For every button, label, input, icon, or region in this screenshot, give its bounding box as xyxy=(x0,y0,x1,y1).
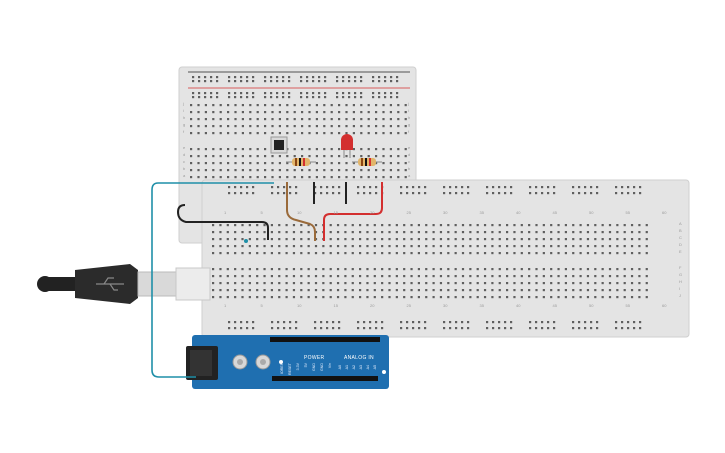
wire-black-3[interactable] xyxy=(176,204,269,240)
large-col-number: 50 xyxy=(589,210,594,215)
usb-cable[interactable] xyxy=(37,264,211,304)
small-row-letter: f xyxy=(183,129,185,134)
small-row-letter: i xyxy=(183,108,184,113)
large-row-letter: C xyxy=(679,235,682,240)
large-row-letter: A xyxy=(679,221,682,226)
large-col-number: 55 xyxy=(625,210,630,215)
small-row-letter: c xyxy=(408,159,410,164)
large-col-number: 15 xyxy=(333,303,338,308)
power-pin-label: Vin xyxy=(328,363,332,369)
power-pin-label: 3.3V xyxy=(296,363,300,371)
wire-brown[interactable] xyxy=(286,182,316,241)
large-col-number: 5 xyxy=(260,303,263,308)
large-breadboard[interactable] xyxy=(201,179,690,338)
large-row-letter: D xyxy=(679,242,682,247)
power-pin-label: GND xyxy=(312,363,316,371)
small-row-letter: j xyxy=(183,101,184,106)
large-row-letter: I xyxy=(679,286,681,291)
large-col-number: 1 xyxy=(224,303,227,308)
large-col-number: 25 xyxy=(406,303,411,308)
power-pin-label: 5V xyxy=(304,363,308,368)
large-col-number: 40 xyxy=(516,210,521,215)
large-row-letter: G xyxy=(679,272,683,277)
analog-pin-label: A5 xyxy=(373,365,377,370)
small-row-letter: a xyxy=(183,173,186,178)
small-row-letter: i xyxy=(408,108,409,113)
analog-pin-label: A1 xyxy=(345,365,349,370)
large-col-number: 20 xyxy=(370,210,375,215)
small-row-letter: b xyxy=(408,166,411,171)
power-pin-label: GND xyxy=(320,363,324,371)
small-row-letter: g xyxy=(408,122,411,127)
large-col-number: 1 xyxy=(224,210,227,215)
large-col-number: 35 xyxy=(479,210,484,215)
large-col-number: 30 xyxy=(443,210,448,215)
large-col-number: 10 xyxy=(297,303,302,308)
small-row-letter: e xyxy=(183,145,186,150)
small-row-letter: a xyxy=(408,173,411,178)
large-row-letter: E xyxy=(679,249,682,254)
large-row-letter: H xyxy=(679,279,682,284)
large-col-number: 60 xyxy=(662,303,667,308)
resistor-1[interactable] xyxy=(286,158,316,166)
resistor-2[interactable] xyxy=(352,158,382,166)
small-breadboard-holes xyxy=(190,76,407,179)
small-row-letter: c xyxy=(183,159,185,164)
large-row-letter: B xyxy=(679,228,682,233)
large-col-number: 60 xyxy=(662,210,667,215)
small-row-letter: h xyxy=(183,115,186,120)
arduino-board[interactable] xyxy=(186,335,389,389)
red-led[interactable] xyxy=(341,134,353,158)
large-col-number: 50 xyxy=(589,303,594,308)
small-row-letter: f xyxy=(408,129,410,134)
wire-teal[interactable] xyxy=(151,182,274,378)
analog-header-label: ANALOG IN xyxy=(344,355,374,361)
small-row-letter: j xyxy=(408,101,409,106)
analog-header[interactable] xyxy=(336,376,378,381)
large-col-number: 5 xyxy=(260,210,263,215)
analog-pin-label: A3 xyxy=(359,365,363,370)
analog-pin-label: A4 xyxy=(366,365,370,370)
small-row-letter: g xyxy=(183,122,186,127)
small-row-letter: h xyxy=(408,115,411,120)
large-col-number: 45 xyxy=(552,210,557,215)
power-header-label: POWER xyxy=(304,355,325,361)
large-breadboard-holes xyxy=(212,186,648,330)
large-col-number: 30 xyxy=(443,303,448,308)
analog-pin-label: A0 xyxy=(338,365,342,370)
large-col-number: 55 xyxy=(625,303,630,308)
wire-red[interactable] xyxy=(323,182,383,241)
large-col-number: 20 xyxy=(370,303,375,308)
small-row-letter: d xyxy=(408,152,411,157)
small-row-letter: b xyxy=(183,166,186,171)
pushbutton[interactable] xyxy=(270,136,288,154)
small-row-letter: e xyxy=(408,145,411,150)
large-col-number: 15 xyxy=(333,210,338,215)
small-row-letter: d xyxy=(183,152,186,157)
large-col-number: 40 xyxy=(516,303,521,308)
large-col-number: 25 xyxy=(406,210,411,215)
large-row-letter: F xyxy=(679,265,682,270)
analog-pin-label: A2 xyxy=(352,365,356,370)
power-pin-label: RESET xyxy=(288,363,292,375)
large-col-number: 45 xyxy=(552,303,557,308)
probe-dot xyxy=(244,239,248,243)
large-col-number: 35 xyxy=(479,303,484,308)
large-row-letter: J xyxy=(679,293,681,298)
usb-icon xyxy=(96,277,124,291)
power-header[interactable] xyxy=(300,376,336,381)
large-col-number: 10 xyxy=(297,210,302,215)
power-pin-label: IOREF xyxy=(280,363,284,374)
